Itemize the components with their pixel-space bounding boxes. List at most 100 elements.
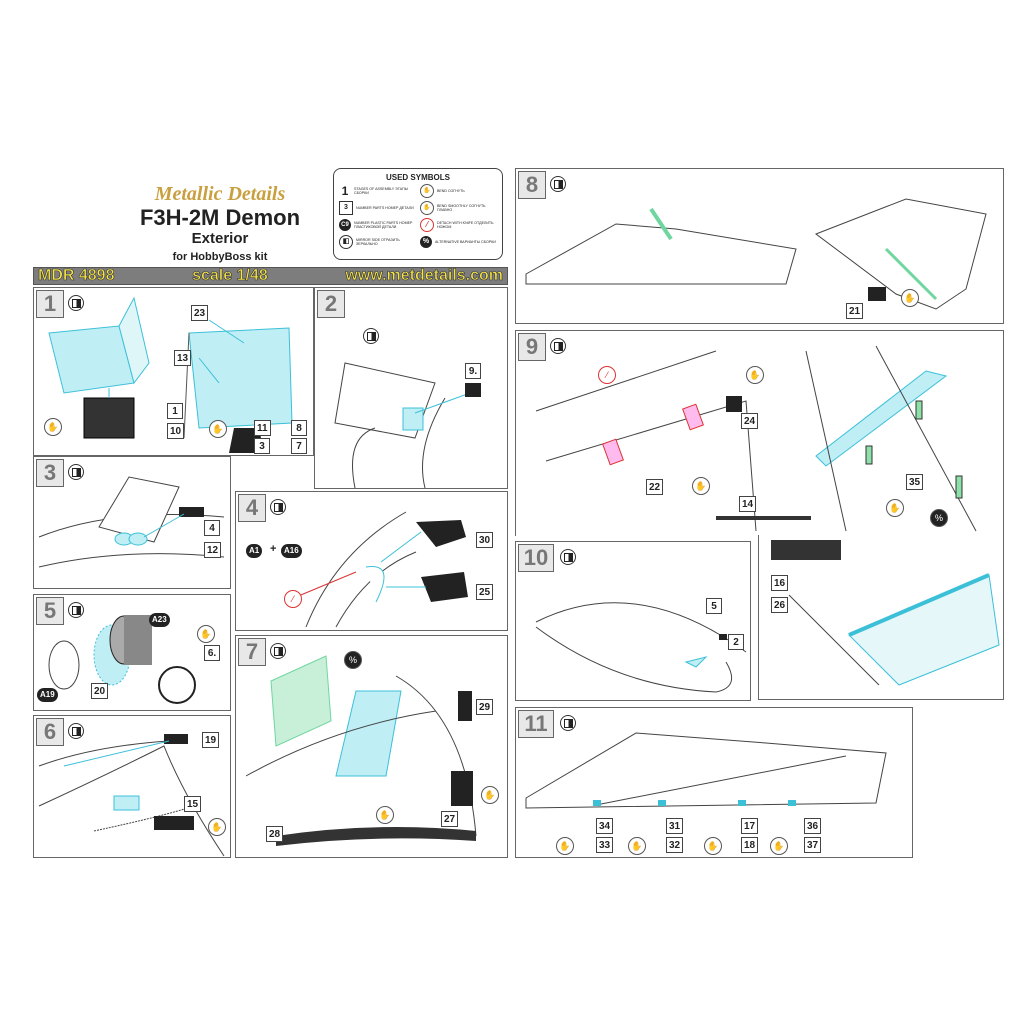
scale-label: scale 1/48 [192,267,268,285]
mirror-icon [560,549,576,565]
part-label: 19 [202,732,220,748]
part-label: 21 [846,303,864,319]
step-6-panel: 6 19 15 ✋ [33,715,231,858]
plastic-part-label: A19 [37,688,58,702]
mirror-icon [68,295,84,311]
step-number: 5 [36,597,64,625]
step-number: 8 [518,171,546,199]
part-label: 23 [191,305,209,321]
mirror-icon [68,723,84,739]
mirror-icon [270,643,286,659]
mirror-icon [550,338,566,354]
stage-number-icon: 1 [341,183,349,198]
part-label: 26 [771,597,789,613]
bend-smoothly-icon: ✋ [420,201,434,215]
step-11-drawing [525,732,887,809]
bend-icon: ✋ [209,420,227,438]
bend-icon: ✋ [901,289,919,307]
part-label: 2 [728,634,744,650]
part-label: 22 [646,479,664,495]
mirror-icon [68,602,84,618]
part-label: 20 [91,683,109,699]
step-3-drawing [38,476,225,568]
part-label: 3 [254,438,270,454]
part-label: 9. [465,363,481,379]
part-label: 18 [741,837,759,853]
bend-icon: ✋ [692,477,710,495]
step-number: 1 [36,290,64,318]
part-label: 36 [804,818,822,834]
legend-item-knife: ⁄DETACH WITH KNIFE ОТДЕЛИТЬ НОЖОМ [420,218,497,232]
part-label: 14 [739,496,757,512]
part-label: 17 [741,818,759,834]
step-6-drawing [38,734,225,857]
bend-icon: ✋ [886,499,904,517]
step-10-drawing [535,602,747,693]
part-label: 27 [441,811,459,827]
bend-icon: ✋ [746,366,764,384]
product-subtitle: Exterior [191,230,249,247]
part-label: 25 [476,584,494,600]
legend-item-bend-smoothly: ✋BEND SMOOTHLY СОГНУТЬ ПЛАВНО [420,201,497,215]
part-label: 33 [596,837,614,853]
part-label: 6. [204,645,220,661]
plastic-part-icon: C9 [339,219,351,231]
part-label: 11 [254,420,271,436]
alternative-icon: % [420,236,432,248]
kit-compatibility: for HobbyBoss kit [172,251,268,263]
step-3-panel: 3 4 12 [33,456,231,589]
step-9-drawing [535,345,977,532]
step-number: 4 [238,494,266,522]
knife-icon: ⁄ [420,218,434,232]
legend-item-alternative: %ALTERNATIVE ВАРИАНТЫ СБОРКИ [420,235,497,249]
step-4-panel: 4 A1 + A16 ⁄ 30 25 [235,491,508,631]
step-11-panel: 11 34 31 17 36 ✋ 33 ✋ 32 ✋ 18 ✋ 37 [515,707,913,858]
part-label: 8 [291,420,307,436]
step-number: 2 [317,290,345,318]
bend-icon: ✋ [481,786,499,804]
mirror-icon [550,176,566,192]
bend-icon: ✋ [556,837,574,855]
alternative-icon: % [930,509,948,527]
legend-item-mirror: ◧MIRROR SIDE ОТРАЗИТЬ ЗЕРКАЛЬНО [339,235,416,249]
website-link[interactable]: www.metdetails.com [345,267,503,285]
step-9-lower-drawing [771,540,1000,686]
part-label: 1 [167,403,183,419]
step-2-drawing [334,362,481,489]
part-label: 12 [204,542,222,558]
bend-icon: ✋ [420,184,434,198]
part-label: 35 [906,474,924,490]
bend-icon: ✋ [704,837,722,855]
part-label: 32 [666,837,684,853]
info-band: MDR 4898 scale 1/48 www.metdetails.com [33,267,508,285]
step-1-panel: 1 23 13 1 10 11 3 8 7 ✋ ✋ [33,287,314,456]
step-number: 11 [518,710,554,738]
bend-icon: ✋ [770,837,788,855]
step-5-panel: 5 A23 A19 20 6. ✋ [33,594,231,711]
part-label: 34 [596,818,614,834]
step-7-panel: 7 29 27 28 % ✋ ✋ [235,635,508,858]
step-10-panel: 10 5 2 [515,541,751,701]
step-5-drawing [48,615,196,704]
bend-icon: ✋ [628,837,646,855]
step-7-drawing [245,655,477,846]
bend-icon: ✋ [197,625,215,643]
legend-title: USED SYMBOLS [385,173,450,182]
mirror-icon: ◧ [339,235,353,249]
step-number: 10 [518,544,554,572]
knife-icon: ⁄ [284,590,302,608]
plastic-part-label: A1 [246,544,263,558]
product-title: F3H-2M Demon [139,205,301,230]
knife-icon: ⁄ [598,366,616,384]
part-label: 7 [291,438,307,454]
step-2-panel: 2 9. [314,287,508,489]
part-label: 10 [167,423,185,439]
part-label: 29 [476,699,494,715]
step-number: 7 [238,638,266,666]
mirror-icon [363,328,379,344]
product-code: MDR 4898 [38,267,115,285]
step-8-drawing [525,198,987,310]
